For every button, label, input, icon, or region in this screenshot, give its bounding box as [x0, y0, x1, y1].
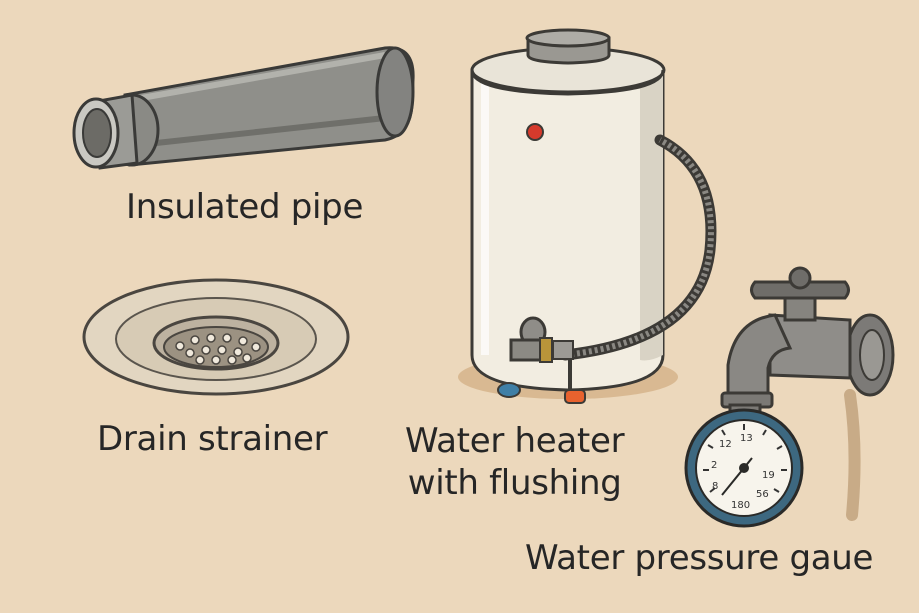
- water-heater-label-line2: with flushing: [407, 463, 622, 503]
- drain-strainer-label: Drain strainer: [97, 419, 328, 459]
- pressure-gauge-icon: 12 13 19 56 180 2 8: [684, 403, 804, 528]
- gauge-tick-label: 8: [712, 481, 718, 492]
- gauge-tick-label: 180: [731, 500, 750, 511]
- insulated-pipe-icon: [72, 46, 415, 170]
- water-heater-icon: [458, 28, 717, 404]
- water-pressure-gauge-label: Water pressure gaue: [525, 538, 874, 578]
- gauge-tick-label: 2: [711, 460, 717, 471]
- water-heater-label: Water heater with flushing: [405, 420, 625, 504]
- gauge-tick-label: 56: [756, 489, 769, 500]
- gauge-tick-label: 19: [762, 470, 775, 481]
- drain-strainer-icon: [82, 278, 350, 396]
- gauge-tick-label: 13: [740, 433, 753, 444]
- water-heater-label-line1: Water heater: [405, 421, 625, 461]
- gauge-tick-label: 12: [719, 439, 732, 450]
- insulated-pipe-label: Insulated pipe: [126, 187, 364, 227]
